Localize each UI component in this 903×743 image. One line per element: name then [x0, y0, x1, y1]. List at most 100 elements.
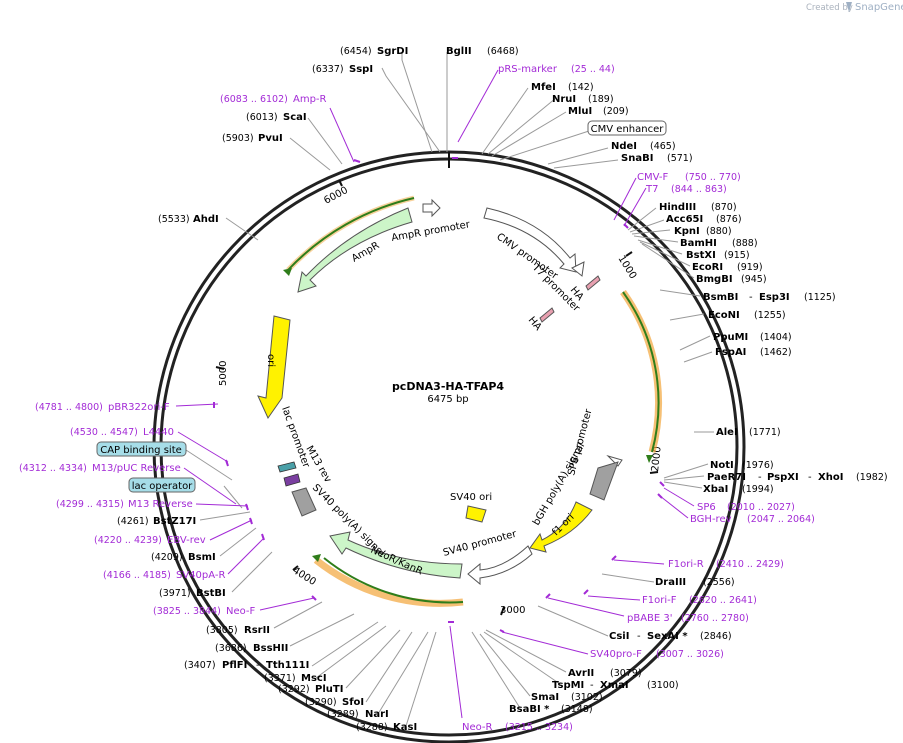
- feature-t7-promoter[interactable]: [571, 261, 585, 277]
- sp6-pos: (2010 .. 2027): [727, 502, 795, 513]
- neor-primer-name: Neo-R: [462, 722, 493, 733]
- msci-pos: (3371): [264, 673, 296, 684]
- sv40par-name: SV40pA-R: [176, 570, 225, 581]
- bsabi-name: BsaBI *: [509, 704, 550, 715]
- sv40prof-name: SV40pro-F: [590, 649, 642, 660]
- f1orif-name: F1ori-F: [642, 595, 677, 606]
- tick-label-6000: 6000: [322, 185, 350, 207]
- bstxi-pos: (915): [724, 250, 750, 261]
- neof-name: Neo-F: [226, 606, 256, 617]
- smai-name: SmaI: [531, 692, 559, 703]
- ppumi-pos: (1404): [760, 332, 792, 343]
- ampr-primer-name: Amp-R: [293, 94, 327, 105]
- feature-ampr[interactable]: [297, 207, 413, 293]
- bsmi-name: BsmI: [188, 552, 216, 563]
- feature-ampr-outline: [283, 195, 415, 276]
- fspai-name: FspAI: [715, 347, 746, 358]
- feature-neor[interactable]: [329, 531, 463, 579]
- feature-ha-2[interactable]: [539, 307, 555, 323]
- nrui-pos: (189): [588, 94, 614, 105]
- cmvf-pos: (750 .. 770): [685, 172, 741, 183]
- tick-label-2000: 2000: [650, 446, 664, 472]
- t7-pos: (844 .. 863): [671, 184, 727, 195]
- ahdi-pos: (5533): [158, 214, 190, 225]
- csii-name: CsiI: [609, 631, 629, 642]
- feature-sp6-promoter[interactable]: [606, 454, 623, 467]
- cmvf-name: CMV-F: [637, 172, 668, 183]
- credit-text: Created by: [806, 3, 853, 13]
- feature-ha-1[interactable]: [585, 275, 601, 291]
- bghrev-name: BGH-rev: [690, 514, 732, 525]
- feature-bgh-polya[interactable]: [589, 461, 619, 501]
- paer7i-name2: PspXI: [767, 472, 799, 483]
- pflfi-dash: -: [256, 660, 260, 671]
- noti-name: NotI: [710, 460, 734, 471]
- feature-ori[interactable]: [257, 315, 291, 420]
- sfoi-pos: (3290): [305, 697, 337, 708]
- ampr-primer-pos: (6083 .. 6102): [220, 94, 288, 105]
- tick-label-4000: 4000: [290, 565, 317, 588]
- feature-ampr-promoter[interactable]: [422, 198, 441, 218]
- acc65i-name: Acc65I: [666, 214, 703, 225]
- feature-sv40-promoter[interactable]: [467, 545, 533, 586]
- feature-sv40-ori[interactable]: [465, 505, 487, 523]
- bstbi-name: BstBI: [196, 588, 226, 599]
- sv40par-pos: (4166 .. 4185): [103, 570, 171, 581]
- msci-name: MscI: [301, 673, 327, 684]
- feature-lac-operator-mark[interactable]: [277, 461, 301, 487]
- bsmbi-pos: (1125): [804, 292, 836, 303]
- bmgbi-name: BmgBI: [696, 274, 733, 285]
- xbai-name: XbaI: [703, 484, 728, 495]
- tspmi-dash: -: [590, 680, 594, 691]
- nari-pos: (3289): [327, 709, 359, 720]
- t7-name: T7: [645, 184, 658, 195]
- feature-cmv-promoter[interactable]: [483, 207, 577, 273]
- bsabi-pos: (3148): [561, 704, 593, 715]
- sp6-name: SP6: [697, 502, 716, 513]
- xbai-pos: (1994): [742, 484, 774, 495]
- bsmi-pos: (4209): [151, 552, 183, 563]
- feature-f1-ori[interactable]: [529, 501, 593, 553]
- mfei-name: MfeI: [531, 82, 556, 93]
- f1orif-pos: (2620 .. 2641): [689, 595, 757, 606]
- rsrii-pos: (3805): [206, 625, 238, 636]
- feature-sv40-polya[interactable]: [291, 487, 317, 517]
- alei-name: AleI: [716, 427, 738, 438]
- sspi-name: SspI: [349, 64, 373, 75]
- cap-binding-site-box[interactable]: CAP binding site: [96, 441, 187, 457]
- fspai-pos: (1462): [760, 347, 792, 358]
- bsmbi-name: BsmBI: [703, 292, 738, 303]
- tick-2000: [649, 471, 659, 474]
- kpni-pos: (880): [706, 226, 732, 237]
- noti-pos: (1976): [742, 460, 774, 471]
- bmgbi-pos: (945): [741, 274, 767, 285]
- bsshii-pos: (3686): [215, 643, 247, 654]
- neor-primer-pos: (3215 .. 3234): [505, 722, 573, 733]
- m13rev-pos: (4299 .. 4315): [56, 499, 124, 510]
- ecori-name: EcoRI: [692, 262, 723, 273]
- tick-1000: [625, 251, 633, 257]
- tick-3000: [500, 606, 505, 616]
- snapgene-logo: [846, 2, 852, 12]
- csii-name2: SexAI *: [647, 631, 688, 642]
- m13puc-pos: (4312 .. 4334): [19, 463, 87, 474]
- avrii-pos: (3079): [610, 668, 642, 679]
- f1orir-pos: (2410 .. 2429): [716, 559, 784, 570]
- ecoui-pos: (1255): [754, 310, 786, 321]
- snabi-name: SnaBI: [621, 153, 653, 164]
- acc65i-pos: (876): [716, 214, 742, 225]
- scai-pos: (6013): [246, 112, 278, 123]
- paer7i-name: PaeR7I: [707, 472, 746, 483]
- sspi-pos: (6337): [312, 64, 344, 75]
- pbr322-name: pBR322ori-F: [108, 402, 170, 413]
- lac-operator-box[interactable]: lac operator: [128, 477, 196, 493]
- cmv-enhancer-box[interactable]: CMV enhancer: [587, 120, 667, 136]
- bghrev-pos: (2047 .. 2064): [747, 514, 815, 525]
- sgrdi-name: SgrDI: [377, 46, 408, 57]
- bstbi-pos: (3971): [159, 588, 191, 599]
- feature-label-ori: ori: [265, 354, 276, 367]
- ndei-pos: (465): [650, 141, 676, 152]
- bglii-pos: (6468): [487, 46, 519, 57]
- plasmid-name: pcDNA3-HA-TFAP4: [392, 380, 504, 393]
